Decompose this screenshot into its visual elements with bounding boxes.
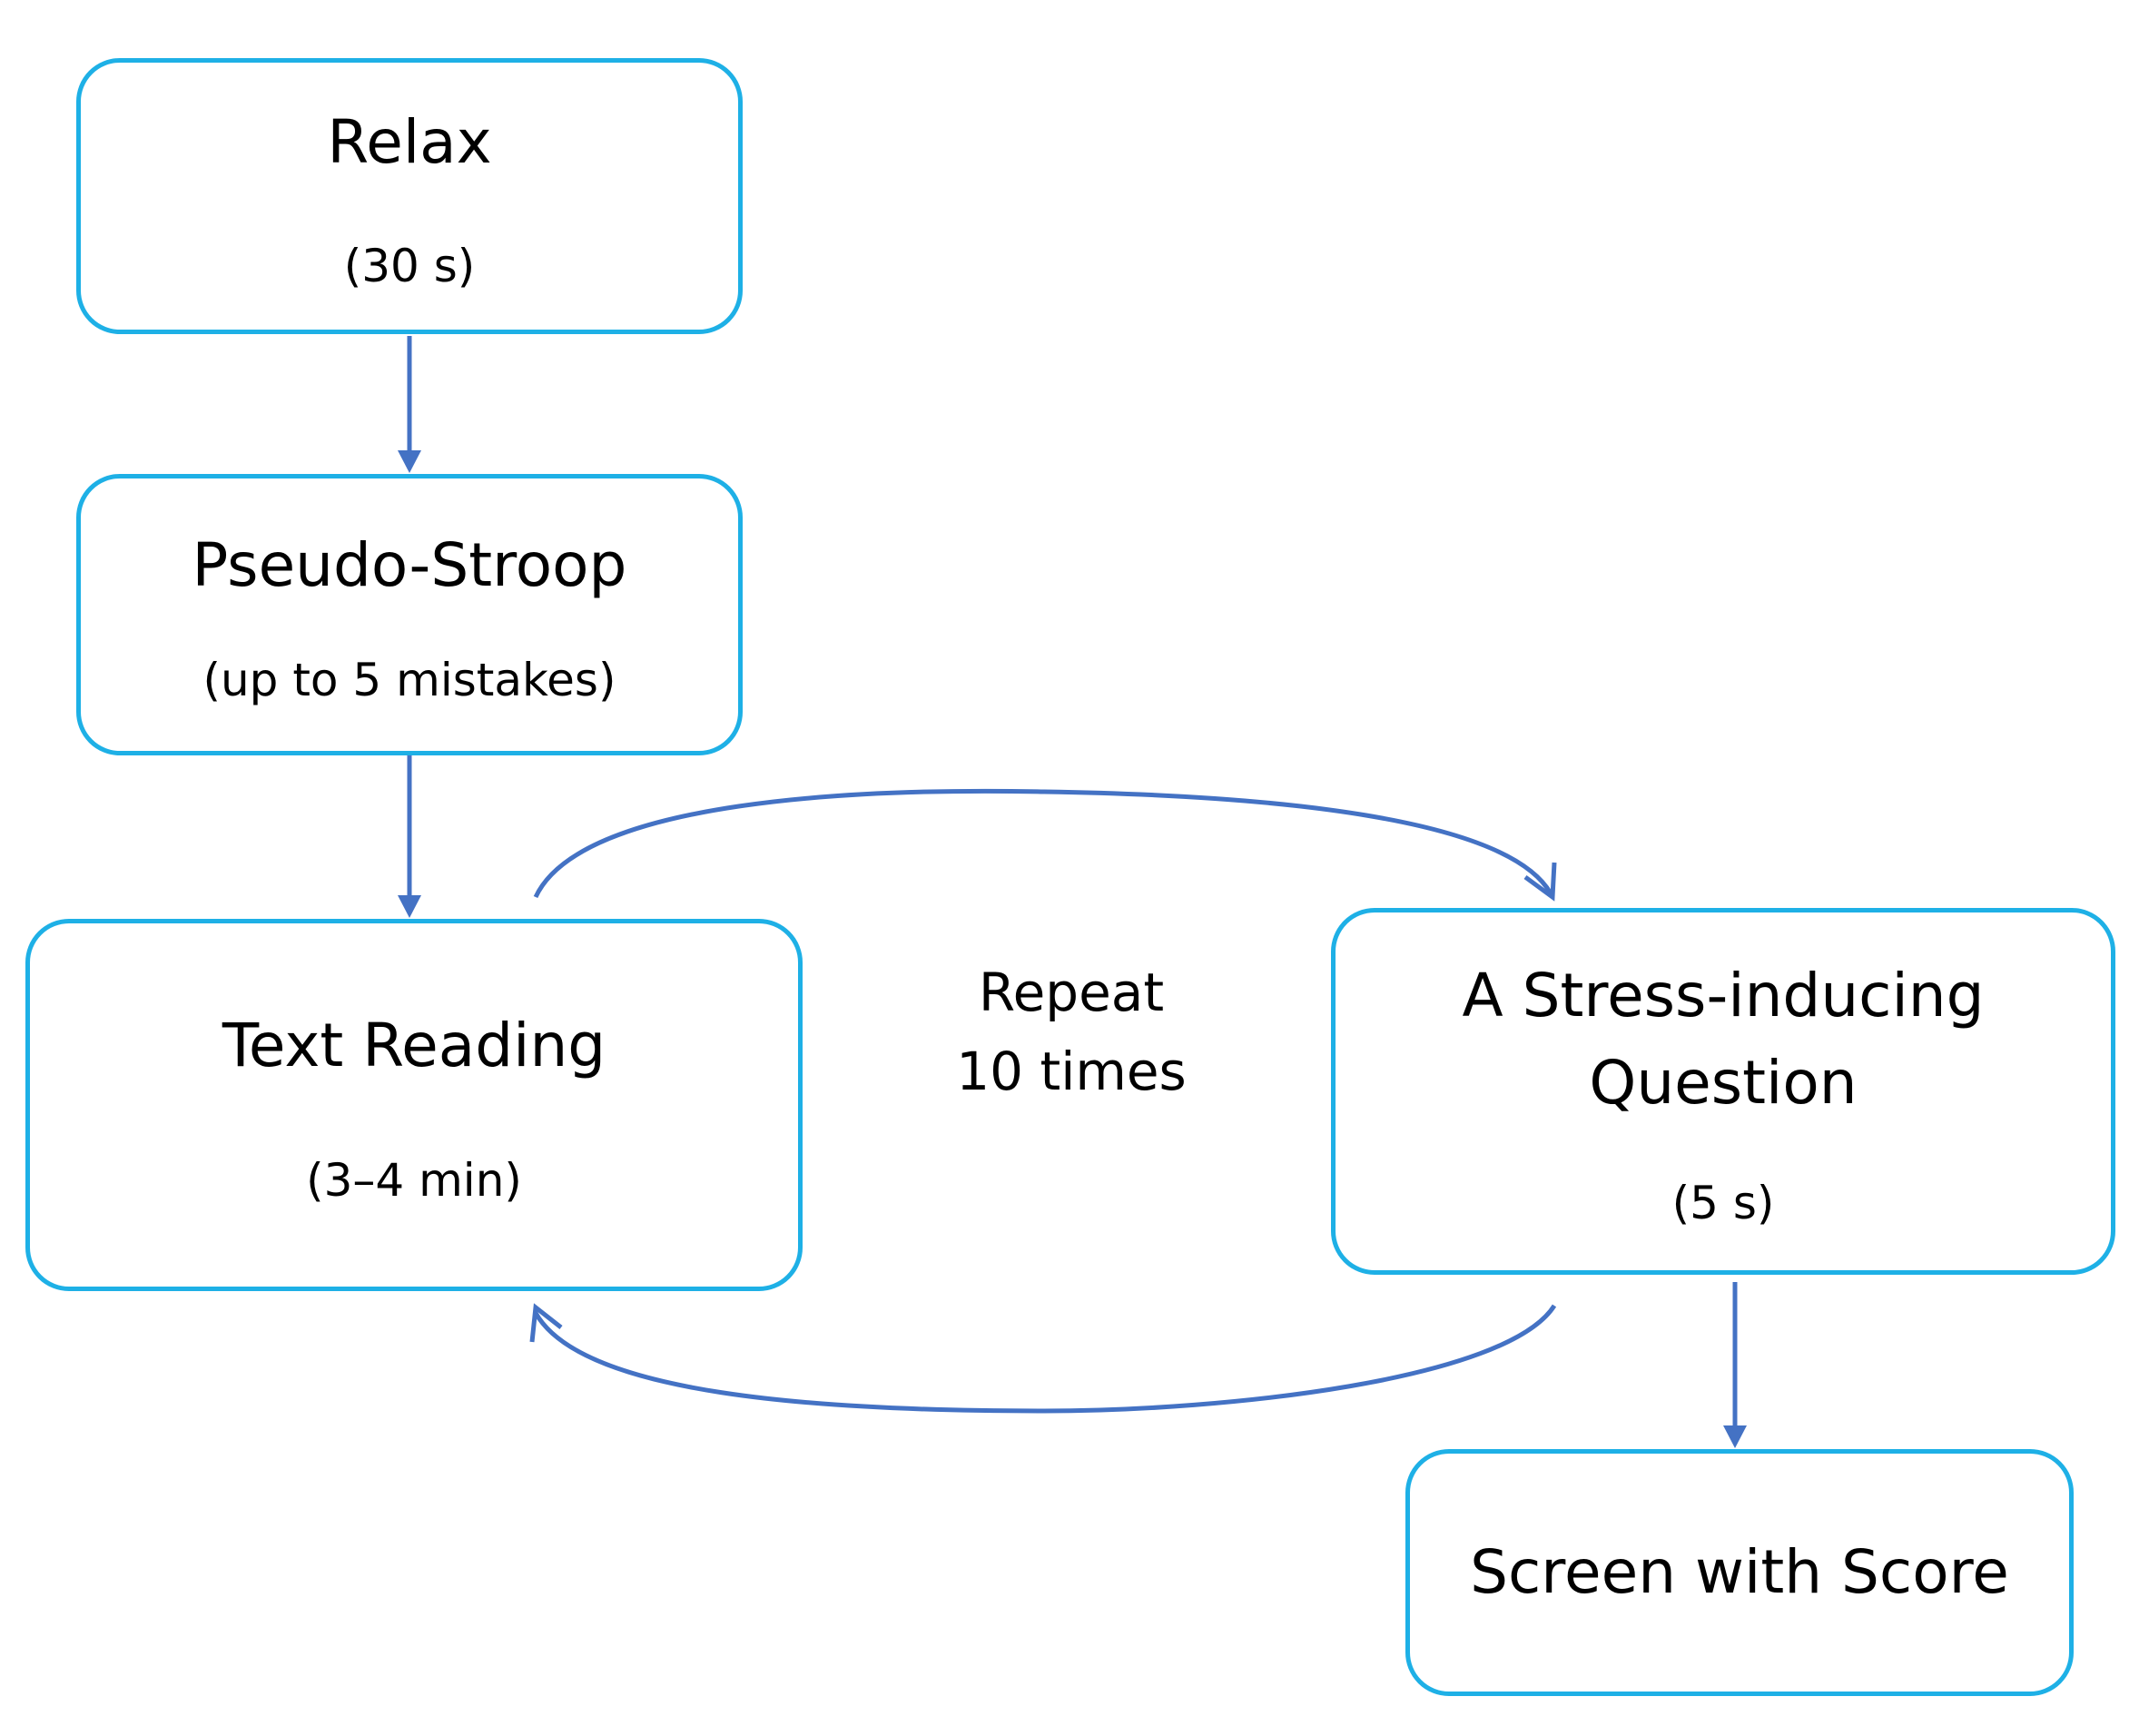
step-stress-question-title-line1: A Stress-inducing (1462, 961, 1985, 1031)
loop-label: Repeat 10 times (935, 953, 1208, 1111)
step-screen-with-score: Screen with Score (1405, 1449, 2074, 1696)
step-relax-title: Relax (327, 107, 492, 178)
loop-label-line1: Repeat (978, 962, 1165, 1023)
step-screen-with-score-title: Screen with Score (1470, 1537, 2009, 1608)
arrow-question-to-reading (533, 1304, 1557, 1414)
arrowhead-stroop-to-reading (398, 895, 421, 918)
step-stress-question: A Stress-inducing Question (5 s) (1331, 908, 2115, 1275)
arrow-reading-to-question (533, 788, 1553, 899)
step-relax-duration: (30 s) (343, 239, 476, 292)
step-stress-question-duration: (5 s) (1671, 1176, 1775, 1229)
step-pseudo-stroop-detail: (up to 5 mistakes) (202, 653, 616, 706)
arrowhead-relax-to-stroop (398, 450, 421, 473)
arrowhead-reading-to-question (1523, 862, 1557, 902)
step-pseudo-stroop: Pseudo-Stroop (up to 5 mistakes) (76, 474, 743, 755)
arrowhead-question-to-reading (529, 1303, 563, 1343)
step-text-reading-duration: (3–4 min) (306, 1153, 522, 1207)
step-relax: Relax (30 s) (76, 58, 743, 334)
step-stress-question-title-line2: Question (1589, 1048, 1858, 1118)
step-text-reading: Text Reading (3–4 min) (25, 919, 803, 1291)
arrowhead-question-to-score (1723, 1425, 1747, 1448)
step-pseudo-stroop-title: Pseudo-Stroop (192, 530, 627, 601)
step-text-reading-title: Text Reading (222, 1011, 606, 1081)
loop-label-line2: 10 times (956, 1041, 1187, 1102)
